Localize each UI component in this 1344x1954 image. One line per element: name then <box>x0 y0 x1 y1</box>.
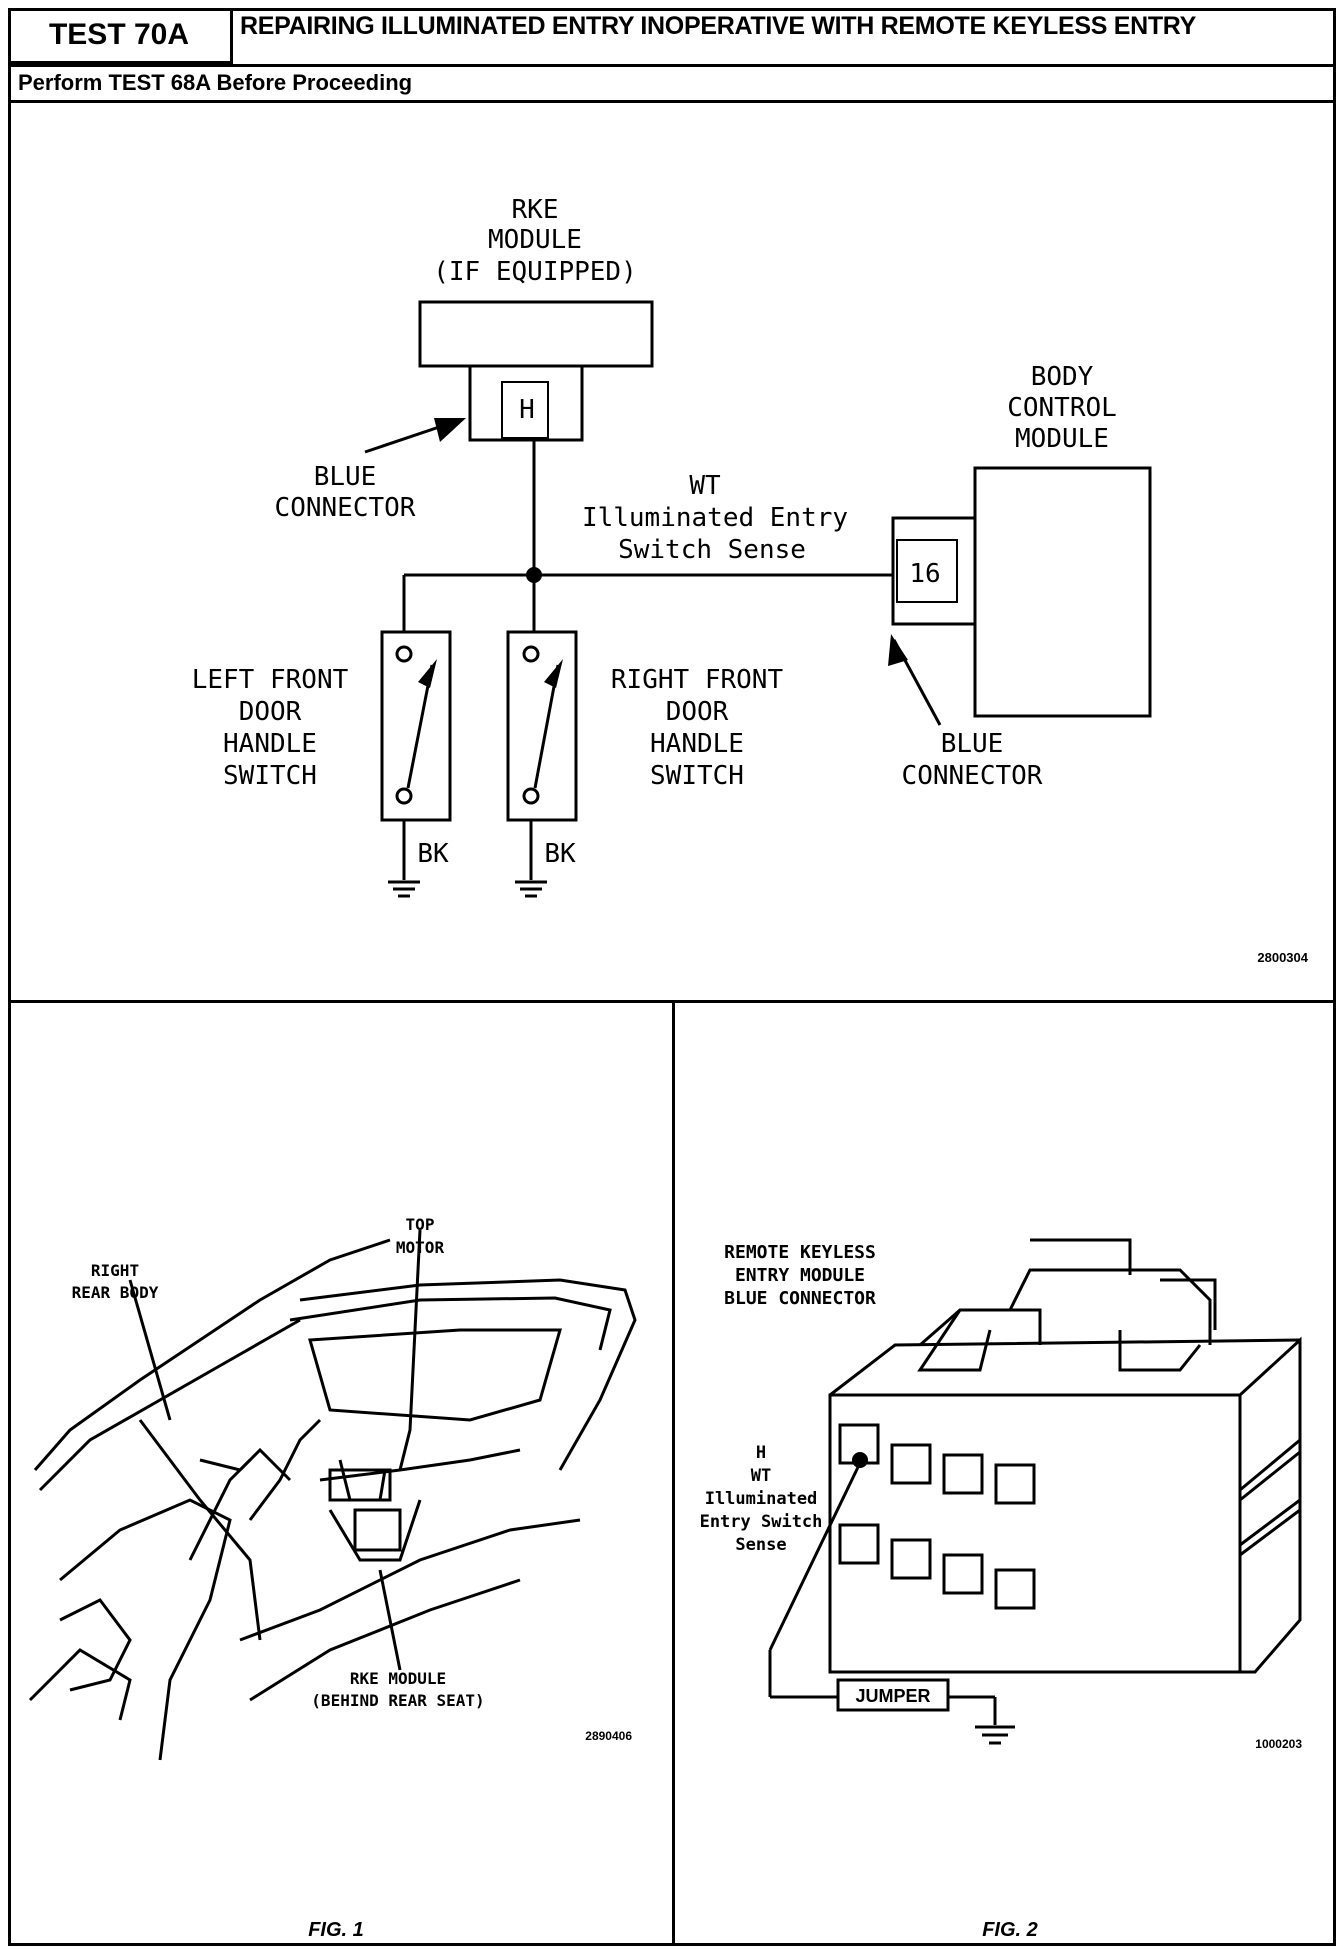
divider <box>8 64 1336 67</box>
test-id: TEST 70A <box>8 8 233 64</box>
jumper-label: JUMPER <box>855 1686 930 1706</box>
left-switch-label: HANDLE <box>223 729 317 759</box>
bcm-box <box>973 466 1152 718</box>
divider <box>672 1000 675 1946</box>
wire-label: WT <box>689 471 721 501</box>
fig1-label: RKE MODULE <box>350 1669 446 1688</box>
bcm-connector <box>891 516 977 626</box>
bcm-connector-label: CONNECTOR <box>902 761 1043 791</box>
bcm-pin-box <box>896 539 958 603</box>
rke-module-box <box>418 300 654 368</box>
left-switch-label: LEFT FRONT <box>192 665 349 695</box>
ground-wire-label: BK <box>417 839 449 869</box>
wire-label: Illuminated Entry <box>582 503 848 533</box>
splice-junction <box>526 567 542 583</box>
fig2-label: BLUE CONNECTOR <box>724 1288 876 1309</box>
bcm-connector-label: BLUE <box>941 729 1004 759</box>
rke-connector <box>468 364 584 442</box>
divider <box>8 100 1336 103</box>
fig2-caption: FIG. 2 <box>982 1919 1038 1941</box>
bcm-label: MODULE <box>1015 424 1109 454</box>
fig1-label: TOP <box>406 1215 435 1234</box>
right-door-switch <box>506 630 578 822</box>
fig1-label: MOTOR <box>396 1238 445 1257</box>
fig2-pin-label: WT <box>751 1466 771 1486</box>
left-door-switch <box>380 630 452 822</box>
rke-connector-label: BLUE <box>314 462 377 492</box>
fig1-illustration <box>28 1229 637 1761</box>
bcm-label: CONTROL <box>1007 393 1117 423</box>
fig2-pin-label: H <box>756 1443 766 1463</box>
rke-module-label: MODULE <box>488 225 582 255</box>
fig1-caption: FIG. 1 <box>308 1919 364 1941</box>
right-switch-label: SWITCH <box>650 761 744 791</box>
bcm-pin: 16 <box>909 559 940 589</box>
rke-pin: H <box>519 395 535 425</box>
rke-module-label: (IF EQUIPPED) <box>433 257 637 287</box>
rke-connector-label: CONNECTOR <box>275 493 416 523</box>
left-switch-label: DOOR <box>239 697 302 727</box>
fig2-pin-label: Sense <box>735 1535 786 1555</box>
fig2-label: REMOTE KEYLESS <box>724 1242 876 1263</box>
fig1-label: RIGHT <box>91 1261 139 1280</box>
fig2-label: ENTRY MODULE <box>735 1265 865 1286</box>
right-switch-label: RIGHT FRONT <box>611 665 784 695</box>
ground-wire-label: BK <box>544 839 576 869</box>
pin-h-marker <box>852 1452 868 1468</box>
subtitle: Perform TEST 68A Before Proceeding <box>18 70 413 95</box>
left-switch-label: SWITCH <box>223 761 317 791</box>
fig2-illustration <box>768 1238 1302 1745</box>
fig1-label: (BEHIND REAR SEAT) <box>311 1691 484 1710</box>
fig2-pin-label: Illuminated <box>705 1489 818 1509</box>
figure-number: 2800304 <box>1257 950 1308 965</box>
page-title: REPAIRING ILLUMINATED ENTRY INOPERATIVE … <box>240 12 1197 40</box>
figure-number: 1000203 <box>1255 1737 1302 1751</box>
wire-label: Switch Sense <box>618 535 806 565</box>
rke-module-label: RKE <box>512 195 559 225</box>
figure-number: 2890406 <box>585 1729 632 1743</box>
fig1-label: REAR BODY <box>72 1283 159 1302</box>
rke-pin-box <box>501 381 549 439</box>
right-switch-label: DOOR <box>666 697 729 727</box>
right-switch-label: HANDLE <box>650 729 744 759</box>
bcm-label: BODY <box>1031 362 1094 392</box>
fig2-pin-label: Entry Switch <box>700 1512 823 1532</box>
